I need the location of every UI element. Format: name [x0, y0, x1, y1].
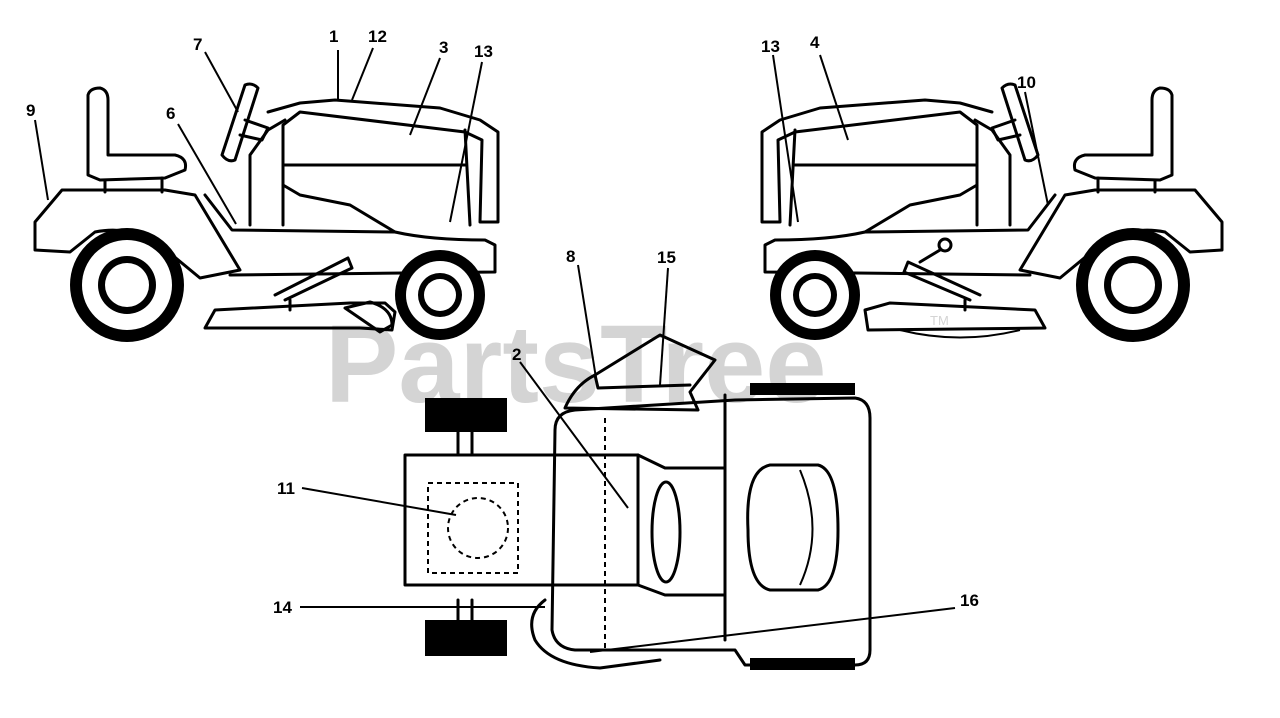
callout-12: 12: [368, 27, 387, 46]
deck-underside: [899, 329, 1021, 339]
discharge-chute: [343, 300, 394, 334]
knob-lever: [918, 248, 942, 264]
rear-body: [403, 453, 640, 587]
leader-16: [589, 607, 956, 653]
callout-15: 15: [657, 248, 676, 267]
hood-grille-inner: [799, 469, 814, 586]
callout-9: 9: [26, 101, 35, 120]
chute-lip: [593, 373, 692, 390]
hood-front: [788, 128, 797, 227]
dash-tower: [973, 118, 1012, 227]
hood: [760, 98, 994, 227]
steering-wheel: [220, 82, 260, 163]
hood: [266, 98, 500, 227]
callout-13-right: 13: [761, 37, 780, 56]
callout-14: 14: [273, 598, 292, 617]
steering-boss: [650, 480, 682, 584]
mower-deck-top: [550, 396, 872, 667]
steering-neck: [636, 453, 727, 597]
callout-8: 8: [566, 247, 575, 266]
mower-deck: [863, 301, 1047, 332]
leader-7: [204, 51, 239, 113]
callout-11: 11: [277, 479, 295, 498]
rear-axle: [456, 430, 474, 622]
steering-wheel: [1000, 82, 1040, 163]
rear-tire-bottom: [425, 620, 507, 656]
discharge-chute-top: [563, 333, 717, 412]
rear-tire-top: [425, 398, 507, 432]
leader-3: [409, 57, 441, 136]
tractor-right-side-view: [760, 82, 1224, 342]
mower-deck: [203, 301, 397, 332]
front-tire-top: [750, 383, 855, 395]
leader-2: [519, 361, 629, 509]
callout-6: 6: [166, 104, 175, 123]
leader-9: [34, 119, 49, 201]
leader-13a: [449, 61, 483, 223]
leader-10: [1024, 91, 1049, 206]
seat: [1073, 86, 1174, 182]
callout-4: 4: [810, 33, 820, 52]
tractor-left-side-view: [33, 82, 500, 342]
seat: [86, 86, 187, 182]
hood-grille: [746, 463, 840, 592]
callout-13-left: 13: [474, 42, 493, 61]
hood-side: [281, 163, 467, 234]
callout-1: 1: [329, 27, 338, 46]
leader-11: [301, 487, 457, 516]
lever-knob: [937, 237, 953, 253]
watermark-trademark: TM: [930, 313, 949, 328]
leader-8: [577, 264, 597, 379]
leader-6: [177, 123, 237, 225]
tractor-top-view: [403, 333, 872, 670]
callout-numbers: 1 12 3 13 7 9 6 13 4 10 8 15 2 11 14 16: [26, 27, 1036, 617]
deck-side-curve: [530, 598, 662, 670]
leader-15: [659, 267, 669, 386]
leader-13b: [772, 54, 799, 223]
leader-lines: [34, 47, 1049, 653]
leader-12: [351, 47, 374, 101]
decal-outline: [427, 482, 519, 574]
callout-3: 3: [439, 38, 448, 57]
front-tire-bottom: [750, 658, 855, 670]
leader-4: [819, 54, 849, 141]
deck-lever: [273, 256, 354, 312]
hood-side: [793, 163, 979, 234]
callout-7: 7: [193, 35, 202, 54]
deck-lever: [902, 260, 982, 312]
callout-2: 2: [512, 345, 521, 364]
dash-tower: [248, 118, 287, 227]
callout-10: 10: [1017, 73, 1036, 92]
callout-16: 16: [960, 591, 979, 610]
fuel-cap-outline: [447, 497, 509, 559]
